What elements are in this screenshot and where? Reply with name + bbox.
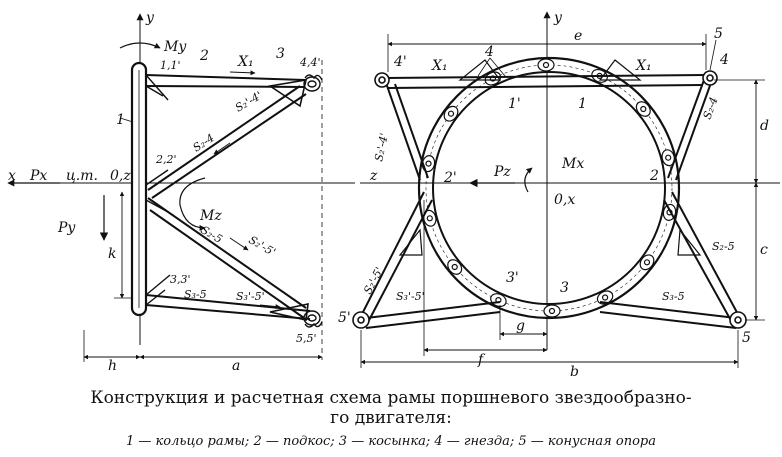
right-label-2: 2 bbox=[649, 168, 659, 184]
left-force-py-label: Pу bbox=[57, 220, 76, 236]
left-label-1: 1 bbox=[116, 112, 125, 128]
top-node-support bbox=[303, 74, 323, 92]
right-label-4p: 4' bbox=[393, 54, 407, 70]
left-label-3: 3 bbox=[276, 46, 285, 62]
cylinder-nest bbox=[490, 293, 507, 308]
left-label-s35p: S₃'-5' bbox=[236, 290, 265, 303]
cylinder-nest-hole bbox=[643, 259, 651, 266]
cylinder-nest-hole bbox=[451, 263, 458, 271]
right-dim-d-label: d bbox=[760, 118, 769, 134]
lower-diagonal-brace bbox=[147, 197, 307, 319]
cylinder-nest bbox=[447, 259, 463, 275]
right-label-s35p: S₃'-5' bbox=[396, 290, 425, 303]
left-view-labels: y Mу 1 1,1' 2 X₁ 3 4,4' S₂'-4' S₂-4 2,2'… bbox=[8, 10, 321, 374]
left-origin-label: 0,z bbox=[110, 168, 131, 184]
frame-design-diagram: y Mу 1 1,1' 2 X₁ 3 4,4' S₂'-4' S₂-4 2,2'… bbox=[7, 10, 780, 380]
cylinder-nest-hole bbox=[426, 215, 433, 222]
cylinder-nest-hole bbox=[601, 294, 609, 301]
cylinder-nest bbox=[543, 304, 561, 318]
right-label-x1-left: X₁ bbox=[431, 58, 448, 74]
left-side-view bbox=[7, 13, 355, 362]
moment-my-arc bbox=[119, 42, 161, 49]
cylinder-nest bbox=[635, 101, 651, 117]
left-moment-mz-label: Mz bbox=[199, 208, 222, 224]
cylinder-nests bbox=[421, 58, 677, 318]
right-force-pz-label: Pz bbox=[493, 164, 511, 180]
upper-diagonal-brace bbox=[147, 85, 307, 199]
upper-strut-side bbox=[145, 74, 306, 88]
right-dim-b-label: b bbox=[570, 364, 579, 380]
left-label-2-2: 2,2' bbox=[155, 153, 177, 166]
right-label-2p: 2' bbox=[443, 170, 457, 186]
left-label-s24-upper: S₂'-4' bbox=[233, 89, 264, 115]
left-moment-my-label: Mу bbox=[163, 39, 187, 55]
right-dim-f-label: f bbox=[477, 352, 486, 368]
left-label-3-3: 3,3' bbox=[170, 273, 191, 286]
left-label-s25p: S₂'-5' bbox=[247, 233, 278, 259]
right-label-3: 3 bbox=[560, 280, 569, 296]
moment-mz-arc bbox=[179, 177, 206, 231]
frame-ring-outer bbox=[417, 56, 681, 320]
cylinder-nest bbox=[484, 71, 502, 86]
cylinder-nest bbox=[537, 58, 555, 72]
caption-line-2: го двигателя: bbox=[330, 408, 452, 428]
right-label-s35: S₃-5 bbox=[662, 290, 685, 303]
figure-legend: 1 — кольцо рамы; 2 — подкос; 3 — косынка… bbox=[125, 434, 657, 449]
left-axis-y-label: y bbox=[145, 10, 155, 26]
right-axis-z-label: z bbox=[369, 168, 378, 184]
cylinder-nest bbox=[443, 105, 459, 122]
left-dim-h-label: h bbox=[108, 358, 117, 374]
cylinder-nest bbox=[661, 149, 675, 167]
left-cg-label: ц.т. bbox=[66, 168, 98, 184]
right-origin-label: 0,x bbox=[554, 192, 575, 208]
right-label-3p: 3' bbox=[506, 270, 519, 286]
right-label-4-top: 4 bbox=[719, 52, 729, 68]
cylinder-nest-hole bbox=[425, 160, 432, 167]
right-label-s24: S₂-4 bbox=[701, 95, 721, 121]
right-label-1p: 1' bbox=[508, 96, 521, 112]
left-dim-a-label: a bbox=[232, 358, 240, 374]
left-label-4-4: 4,4' bbox=[299, 56, 321, 69]
cylinder-nest-hole bbox=[548, 307, 556, 315]
right-label-s24p: S₂'-4' bbox=[372, 132, 391, 163]
caption-line-1: Конструкция и расчетная схема рамы поршн… bbox=[90, 388, 692, 408]
cylinder-nest-hole bbox=[542, 61, 550, 69]
left-label-5-5: 5,5' bbox=[296, 332, 317, 345]
right-label-1: 1 bbox=[578, 96, 587, 112]
right-moment-mx-label: Mх bbox=[561, 156, 584, 172]
left-force-px-label: Pх bbox=[29, 168, 47, 184]
figure-caption: Конструкция и расчетная схема рамы поршн… bbox=[0, 388, 782, 428]
lower-strut-side bbox=[145, 294, 311, 320]
frame-ring-inner bbox=[432, 71, 666, 305]
cylinder-nest-hole bbox=[447, 110, 455, 117]
left-label-s35: S₃-5 bbox=[184, 288, 207, 301]
cylinder-nest bbox=[639, 254, 655, 271]
truss-nodes bbox=[352, 70, 747, 329]
right-label-5: 5 bbox=[742, 330, 751, 346]
left-label-2: 2 bbox=[199, 48, 209, 64]
right-label-s25: S₂-5 bbox=[712, 240, 735, 253]
outer-truss bbox=[359, 74, 741, 329]
left-dim-k-label: k bbox=[108, 246, 116, 262]
right-label-x1-right: X₁ bbox=[635, 58, 652, 74]
right-label-5-top: 5 bbox=[714, 26, 723, 42]
left-label-1-1: 1,1' bbox=[160, 59, 181, 72]
right-label-s25p: S₂'-5' bbox=[361, 265, 386, 296]
gusset-top bbox=[267, 79, 308, 108]
right-label-5p: 5' bbox=[338, 310, 351, 326]
cylinder-nest-hole bbox=[665, 154, 672, 161]
right-dim-g-label: g bbox=[516, 318, 525, 334]
right-label-4-nests: 4 bbox=[484, 44, 494, 60]
moment-mx-arc bbox=[524, 167, 533, 193]
left-axis-x-label: x bbox=[8, 168, 16, 184]
bottom-node-support bbox=[303, 310, 323, 328]
cylinder-nest-hole bbox=[640, 105, 647, 113]
right-axis-y-label: y bbox=[553, 10, 563, 26]
right-dim-e-label: e bbox=[574, 28, 582, 44]
left-label-x1: X₁ bbox=[237, 54, 254, 70]
right-front-view bbox=[352, 11, 780, 368]
right-dim-c-label: c bbox=[760, 242, 768, 258]
